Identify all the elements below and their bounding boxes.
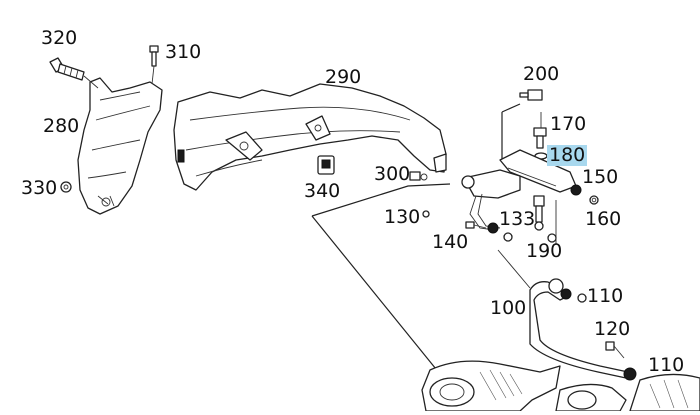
heat-shield-290[interactable]	[173, 83, 447, 191]
bolt-170[interactable]	[533, 127, 547, 149]
callout-160[interactable]: 160	[585, 208, 622, 230]
callout-200[interactable]: 200	[523, 63, 560, 85]
callout-330[interactable]: 330	[21, 177, 58, 199]
callout-180[interactable]: 180	[547, 144, 588, 166]
callout-310[interactable]: 310	[165, 41, 202, 63]
callout-150[interactable]: 150	[582, 166, 619, 188]
callout-120[interactable]: 120	[594, 318, 631, 340]
bolt-120[interactable]	[605, 341, 625, 359]
callout-110-upper[interactable]: 110	[587, 285, 624, 307]
callout-170[interactable]: 170	[550, 113, 587, 135]
callout-190[interactable]: 190	[526, 240, 563, 262]
bolt-310[interactable]	[149, 45, 159, 67]
bolt-140[interactable]	[465, 221, 487, 229]
bolt-320[interactable]	[49, 57, 85, 81]
pipe-100[interactable]	[529, 278, 629, 379]
heat-shield-280[interactable]	[77, 77, 163, 215]
fitting-150[interactable]	[570, 184, 582, 196]
callout-300[interactable]: 300	[374, 163, 411, 185]
callout-320[interactable]: 320	[41, 27, 78, 49]
oil-line-bracket[interactable]	[461, 149, 577, 231]
washer-330[interactable]	[60, 181, 72, 193]
turbocharger[interactable]	[421, 360, 700, 412]
bolt-130[interactable]	[422, 210, 430, 218]
fitting-133[interactable]	[487, 222, 513, 242]
callout-130[interactable]: 130	[384, 206, 421, 228]
callout-290[interactable]: 290	[325, 66, 362, 88]
callout-133[interactable]: 133	[499, 208, 536, 230]
banjo-bolt-190[interactable]	[533, 195, 557, 243]
clip-340[interactable]	[317, 155, 335, 175]
callout-110-lower[interactable]: 110	[648, 354, 685, 376]
callout-140[interactable]: 140	[432, 231, 469, 253]
callout-100[interactable]: 100	[490, 297, 527, 319]
fitting-110-lower[interactable]	[623, 367, 637, 381]
callout-280[interactable]: 280	[43, 115, 80, 137]
nut-300[interactable]	[409, 171, 428, 181]
callout-340[interactable]: 340	[304, 180, 341, 202]
seal-160[interactable]	[589, 195, 599, 205]
bolt-200[interactable]	[519, 89, 543, 101]
